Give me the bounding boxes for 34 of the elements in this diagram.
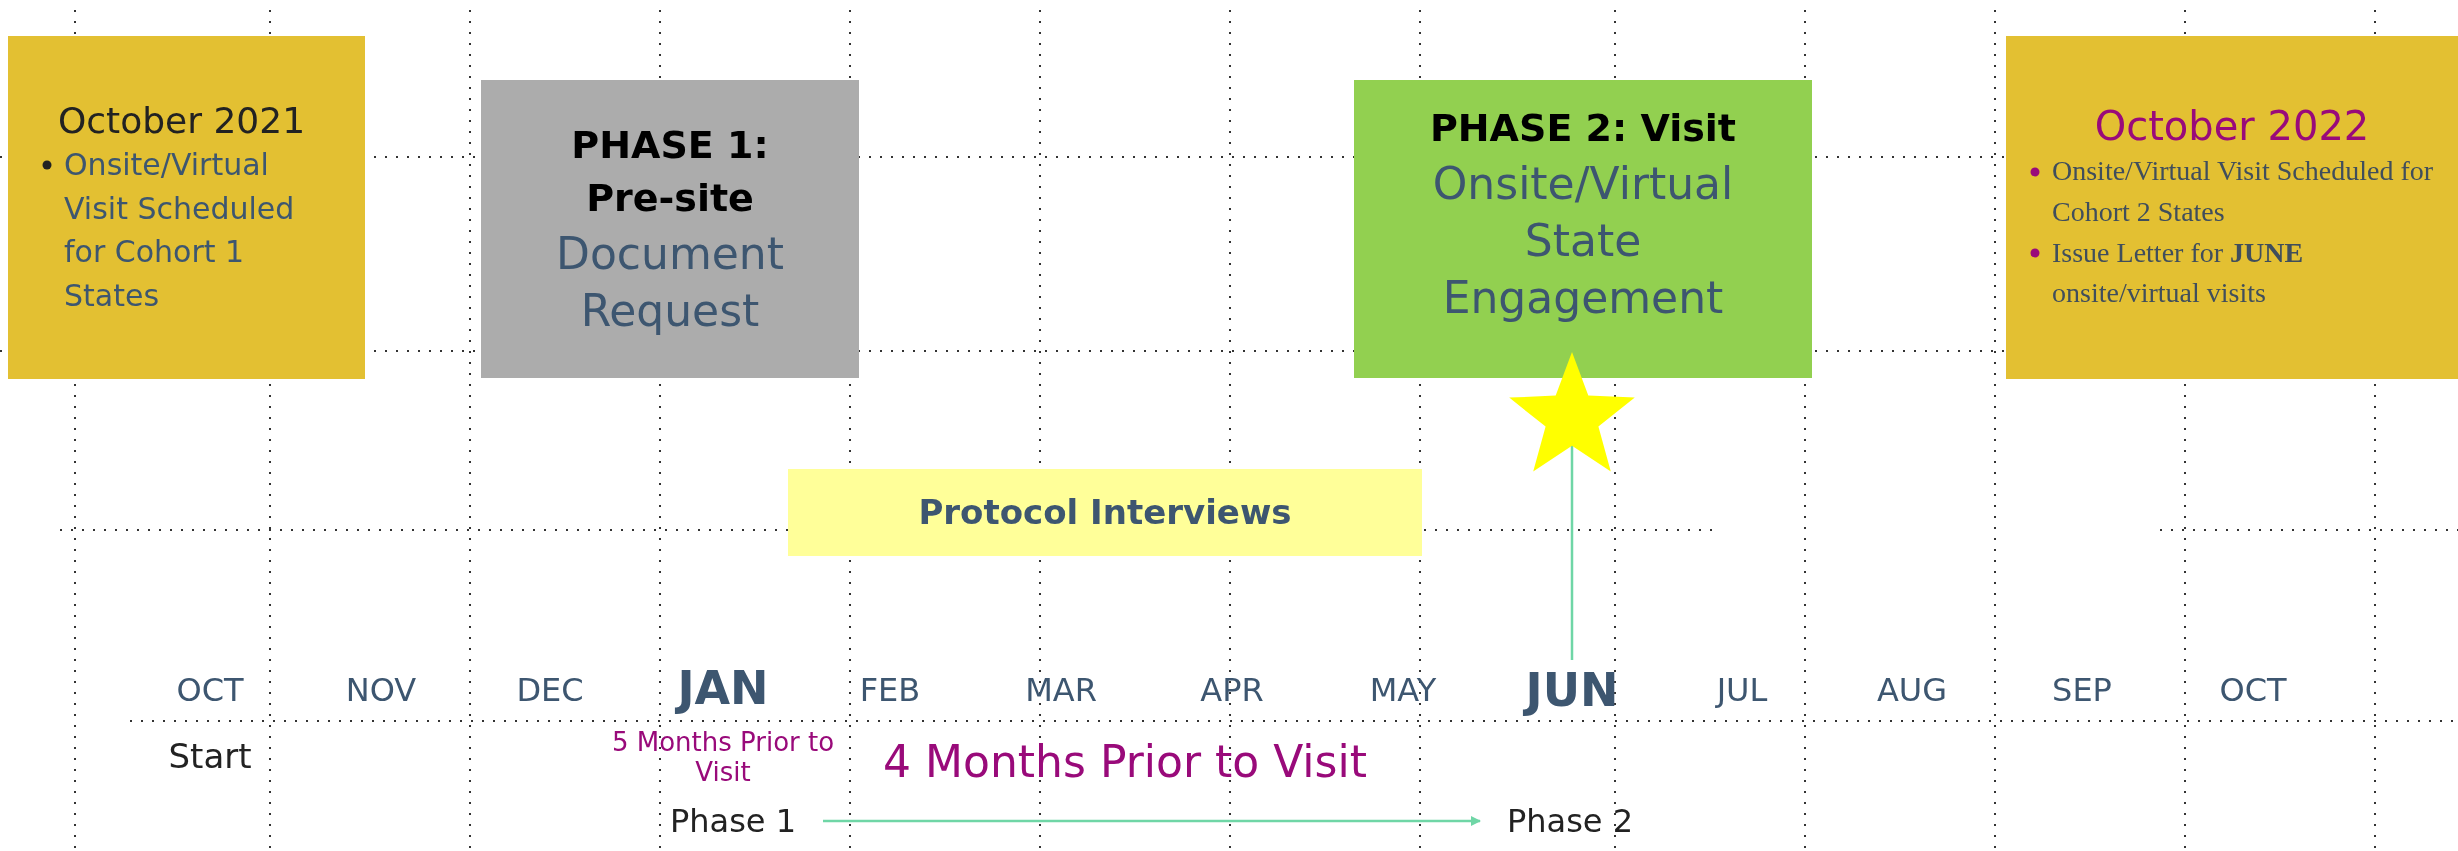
bullet-text: Issue Letter for JUNE onsite/virtual visits [2052, 235, 2305, 311]
date-card [8, 36, 365, 379]
connector-line [1570, 444, 1574, 660]
card-heading: October 2021 [57, 99, 306, 143]
card-text: Onsite/Virtual State Engagement [1431, 156, 1735, 326]
start-label: Start [168, 737, 252, 777]
month-label: JUN [1502, 660, 1642, 722]
phase-label: Phase 2 [1480, 795, 1660, 847]
duration-label: 5 Months Prior to Visit [610, 728, 836, 788]
month-label: OCT [2219, 672, 2287, 709]
month-label: FEB [859, 672, 921, 709]
month-label: JAN [677, 662, 769, 715]
month-label: OCT [176, 672, 244, 709]
interviews-bar: Protocol Interviews [788, 469, 1422, 556]
card-text: Document Request [555, 227, 785, 339]
bullet-text: Onsite/Virtual Visit Scheduled for Cohort 2 States [2052, 154, 2435, 229]
card-heading: PHASE 2: Visit [1429, 104, 1737, 152]
month-label: MAR [1025, 672, 1097, 709]
card-heading: PHASE 1: Pre-site [570, 121, 770, 222]
month-label: DEC [516, 672, 584, 709]
phase-label: Phase 1 [643, 795, 823, 847]
month-label: APR [1200, 672, 1264, 709]
date-card [2006, 36, 2458, 379]
bullet-text: Onsite/Virtual Visit Scheduled for Cohort 1 States [64, 146, 296, 315]
month-label: MAY [1369, 672, 1437, 709]
phase-card [481, 80, 859, 378]
month-label: JUL [1716, 672, 1768, 709]
phase-card [1354, 80, 1812, 378]
arrow [823, 816, 1481, 826]
month-label: AUG [1876, 672, 1948, 709]
month-label: NOV [345, 672, 417, 709]
duration-label: 4 Months Prior to Visit [883, 737, 1367, 788]
card-heading: October 2022 [2094, 102, 2370, 152]
month-label: SEP [2052, 672, 2112, 709]
